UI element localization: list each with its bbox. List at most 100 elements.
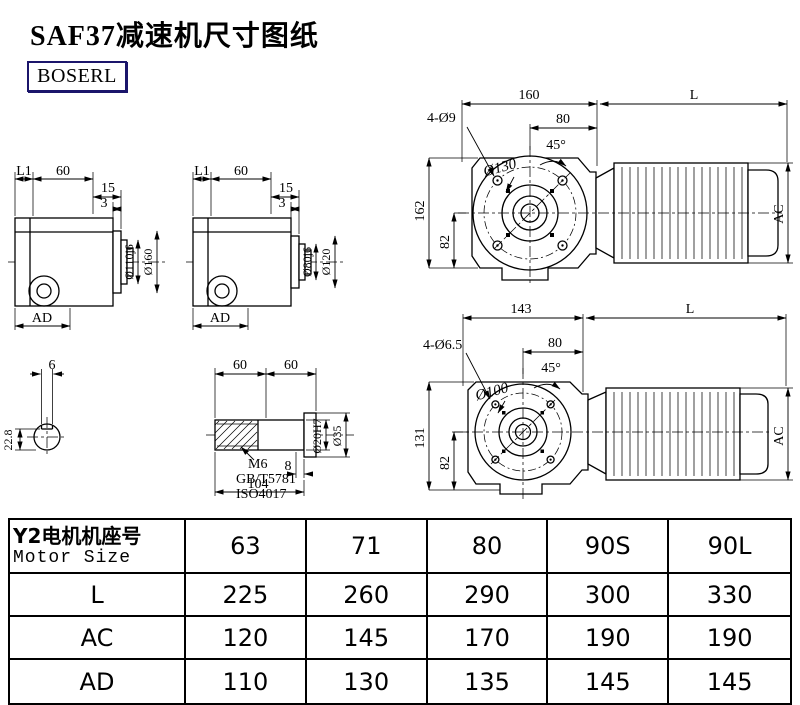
table-cell: 120 [186,617,307,660]
angle-arc [539,158,567,167]
table-cell: 190 [669,617,790,660]
dim-60b-label: 60 [284,358,298,373]
angle-label: 45° [541,361,561,376]
key-depth-label: 22.8 [1,430,15,451]
bolt-circle-leader [505,176,515,193]
table-cell: 300 [548,574,670,617]
view-shaft-detail: 60 60 M6 GB/T5781 ISO4017 8 104 Ø20H7 Ø3… [206,358,354,502]
column-header: 71 [306,520,428,574]
page-title: SAF37减速机尺寸图纸 [30,21,319,52]
table-cell: 110 [186,660,307,703]
output-flange [290,235,300,289]
shaft-collar [303,412,317,458]
standard-iso-label: ISO4017 [236,487,287,502]
dim-15-label: 15 [279,181,293,196]
view-front-assembly-top: 160 L 4-Ø9 80 45° Ø130 162 82 AC [413,88,793,285]
boserl-logo: BOSERL [27,61,127,92]
dim-L-label: L [690,88,699,103]
header-en: Motor Size [13,547,132,568]
table-cell: 330 [669,574,790,617]
thread-hatching [214,420,258,450]
dim-8-label: 8 [285,459,292,474]
gearbox-body [192,217,292,307]
view-side-flange-160: L1 60 15 3 AD Ø110j6 Ø160 [8,164,166,330]
dimension-lines [192,176,338,329]
motor-fins [613,392,735,476]
dim-131-label: 131 [413,428,428,449]
table-cell: 130 [307,660,428,703]
dim-ac-label: AC [772,426,787,445]
dim-60a-label: 60 [233,358,247,373]
dim-flange-dia-label: Ø120 [319,249,333,276]
table-cell: 260 [306,574,428,617]
table-cell: 145 [548,660,670,703]
dimension-lines [426,101,791,269]
table-cell: 135 [428,660,549,703]
dim-flange-dia-label: Ø160 [141,249,155,276]
angle-arc [533,381,561,390]
bore-dia-label: Ø20H7 [310,418,324,453]
view-side-flange-120: L1 60 15 3 AD Ø80j6 Ø120 [186,164,344,330]
dim-3-label: 3 [101,196,108,211]
column-header: 90S [548,520,670,574]
table-cell: 145 [706,667,753,696]
output-flange [112,230,122,294]
holes-leader [465,352,491,400]
view-front-assembly-bottom: 143 L 4-Ø6.5 80 45° Ø100 131 82 AC [413,302,793,502]
dim-spigot-dia-label: Ø80j6 [300,247,314,277]
row-label: AC [10,617,186,660]
view-key-section: 6 22.8 [1,358,67,457]
dim-60-label: 60 [56,164,70,179]
dim-82-label: 82 [438,456,453,470]
motor-adapter [587,390,607,476]
table-cell: 190 [548,617,670,660]
table-cell: 145 [306,617,428,660]
motor-body [605,387,741,481]
dim-143-label: 143 [511,302,532,317]
thread-label: M6 [248,457,267,472]
bolt-circle-leader [497,400,506,414]
table-cell: 290 [427,574,549,617]
dim-ad-label: AD [32,311,52,326]
angle-label: 45° [546,138,566,153]
dim-ad-label: AD [210,311,230,326]
dim-80-label: 80 [556,112,570,127]
dimension-lines [214,371,349,495]
dim-60-label: 60 [234,164,248,179]
motor-end-cap [739,393,769,475]
shaft-body [214,419,305,451]
dim-15-label: 15 [101,181,115,196]
dim-3-label: 3 [279,196,286,211]
dim-ac-label: AC [772,204,787,223]
gearbox-body [14,217,114,307]
dim-l1-label: L1 [194,164,210,179]
dim-L-label: L [686,302,695,317]
dim-82-label: 82 [438,235,453,249]
column-header: 80 [427,520,549,574]
column-header: 90L [669,520,790,574]
dimension-lines [14,176,160,329]
row-label: AD [10,660,186,703]
worm-boss [206,275,238,307]
dimension-table: Y2电机机座号 Motor Size 63 71 80 90S 90L L 22… [8,518,792,705]
dim-80-label: 80 [548,336,562,351]
row-label: L [10,574,186,617]
motor-size-header-cell: Y2电机机座号 Motor Size [10,520,186,574]
column-header: 63 [186,520,307,574]
worm-boss [28,275,60,307]
table-cell: 170 [427,617,549,660]
table-cell: 225 [186,574,307,617]
logo-text: BOSERL [37,65,117,87]
holes-leader [466,126,495,177]
dim-l1-label: L1 [16,164,32,179]
holes-label: 4-Ø6.5 [423,338,462,353]
holes-label: 4-Ø9 [427,111,456,126]
hub-dia-label: Ø35 [330,426,344,447]
header-cn: Y2电机机座号 [13,523,142,548]
key-width-label: 6 [49,358,56,373]
dimension-lines [426,315,791,491]
dim-162-label: 162 [413,201,428,222]
dim-160-label: 160 [519,88,540,103]
standard-gb-label: GB/T5781 [236,472,296,487]
